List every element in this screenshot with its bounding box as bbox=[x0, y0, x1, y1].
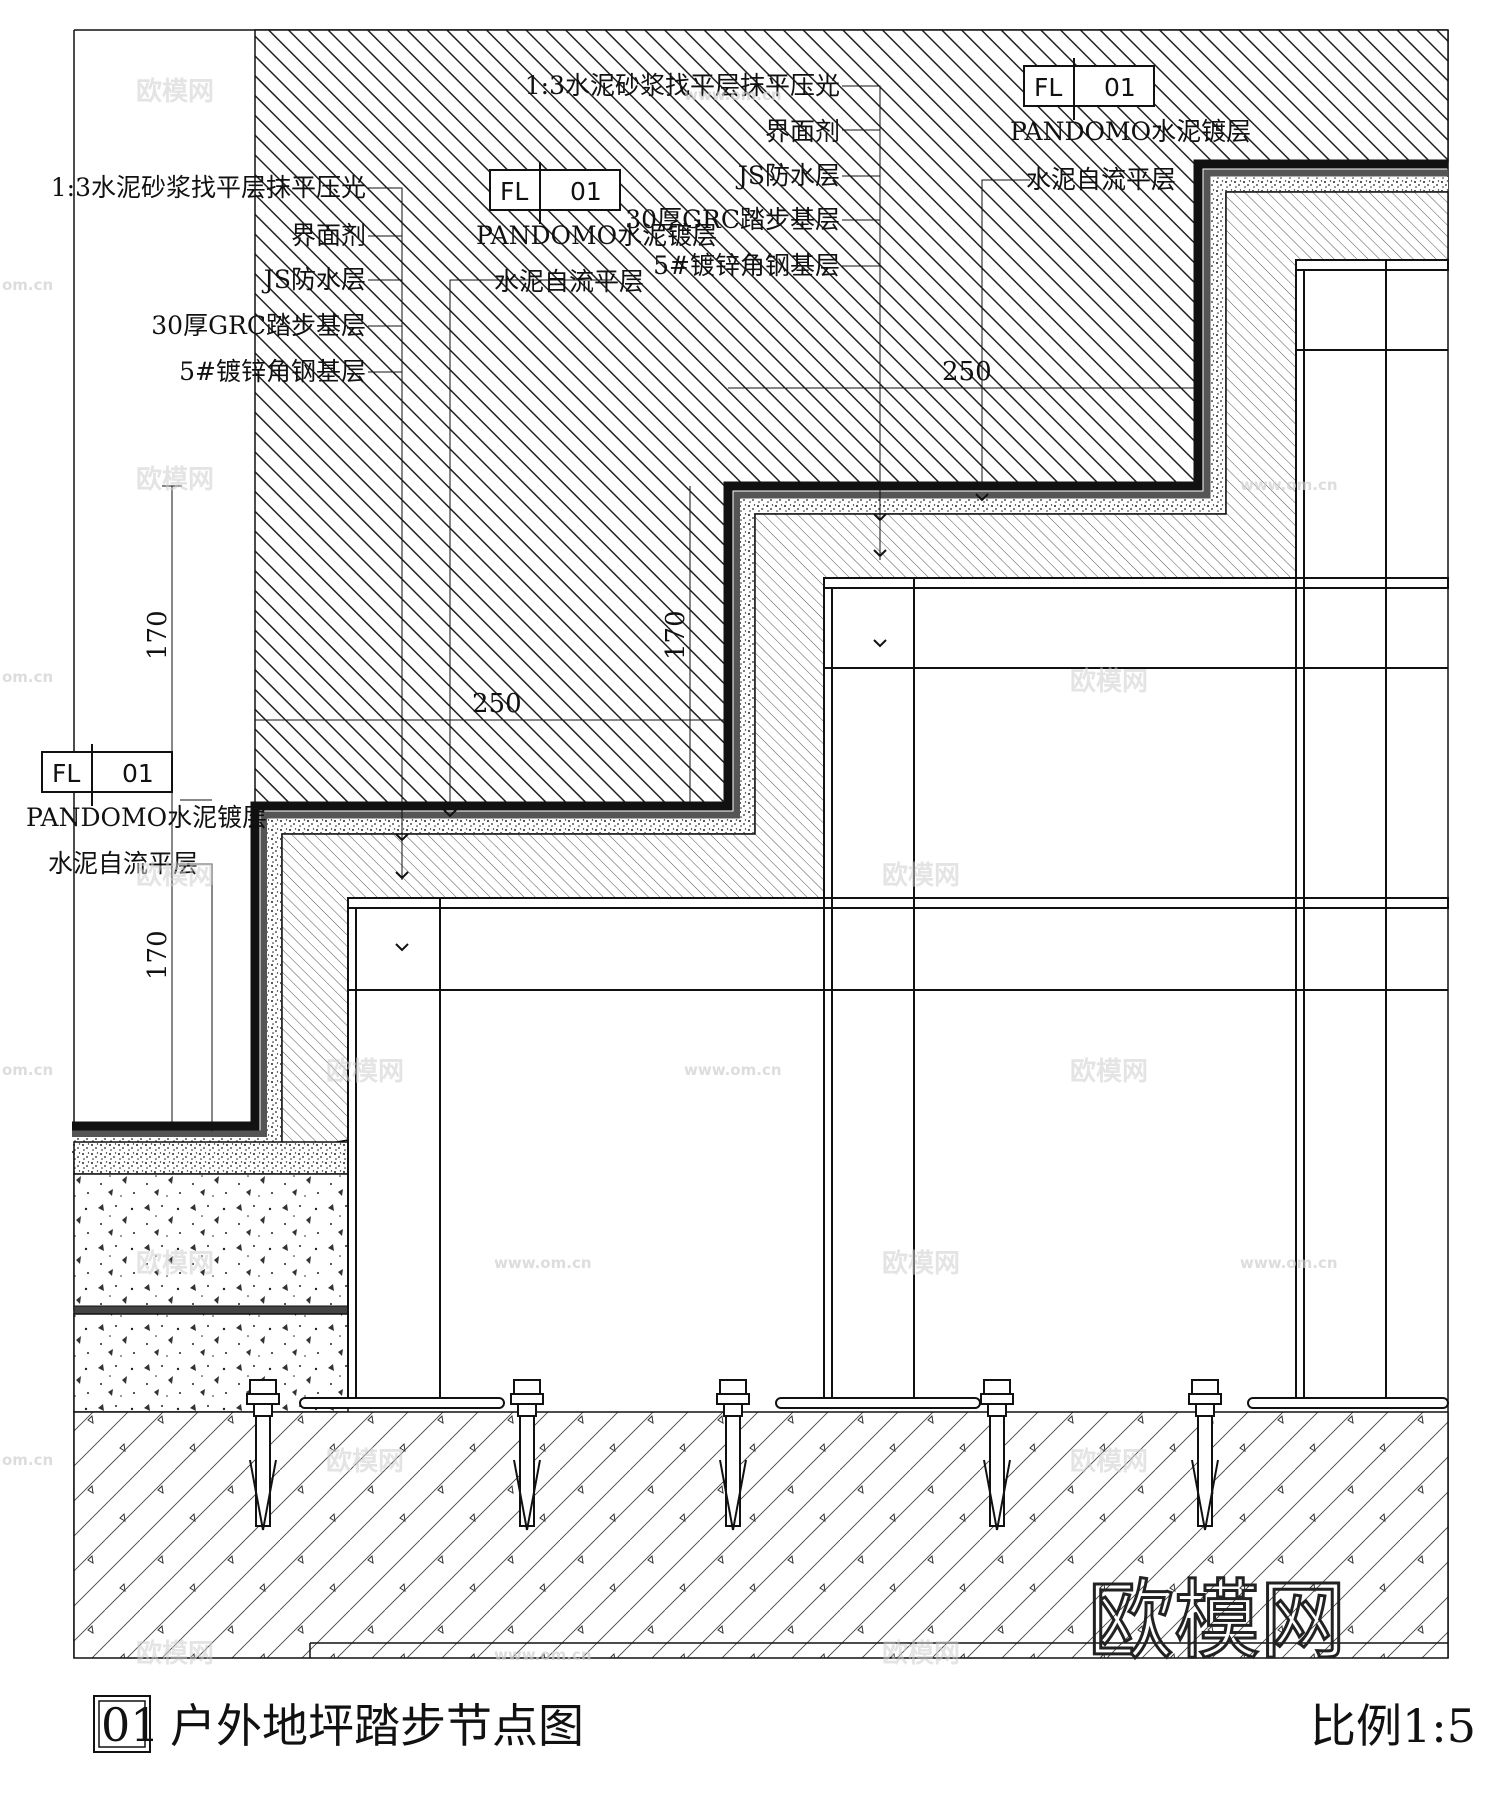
upper-layer-label: 界面剂 bbox=[765, 117, 840, 146]
watermark-brand: 欧模网 bbox=[136, 1248, 214, 1279]
tag-lower: FL 01 bbox=[489, 162, 621, 224]
dimension-riser-left-lower: 170 bbox=[143, 930, 173, 980]
upper-layer-label: JS防水层 bbox=[735, 161, 840, 190]
lower-finish-label: PANDOMO水泥镀层 bbox=[476, 221, 717, 250]
dimension-tread-upper: 250 bbox=[942, 357, 992, 387]
lower-step-labels: 1:3水泥砂浆找平层抹平压光 界面剂 JS防水层 30厚GRC踏步基层 5#镀锌… bbox=[51, 173, 717, 386]
watermark-brand: 欧模网 bbox=[1070, 1056, 1148, 1087]
tag-upper: FL 01 bbox=[1023, 58, 1155, 120]
lower-layer-label: 1:3水泥砂浆找平层抹平压光 bbox=[51, 173, 366, 202]
dimension-riser-middle: 170 bbox=[661, 610, 691, 660]
watermark-brand: 欧模网 bbox=[882, 1638, 960, 1669]
anchor-bolt bbox=[510, 1379, 544, 1531]
watermark-url: www.om.cn bbox=[494, 1646, 592, 1664]
tag-lower-number: 01 bbox=[570, 177, 602, 206]
tag-floor-code: FL bbox=[52, 759, 80, 788]
drawing-number: 01 bbox=[101, 1698, 160, 1752]
watermark-brand: 欧模网 bbox=[882, 1248, 960, 1279]
leader-arrows bbox=[205, 493, 989, 1132]
watermark-brand: 欧模网 bbox=[136, 1638, 214, 1669]
lower-layer-label: 界面剂 bbox=[291, 221, 366, 250]
anchor-bolt bbox=[246, 1379, 280, 1531]
watermark-brand: 欧模网 bbox=[1070, 1446, 1148, 1477]
dimension-texts: 250 250 170 170 170 bbox=[143, 357, 992, 980]
tag-upper-code: FL bbox=[1034, 73, 1062, 102]
anchor-bolt bbox=[716, 1379, 750, 1531]
dimension-tread-lower: 250 bbox=[472, 689, 522, 719]
lower-finish-label: 水泥自流平层 bbox=[494, 267, 644, 296]
drawing-title: 户外地坪踏步节点图 bbox=[170, 1699, 584, 1753]
watermark-url: www.om.cn bbox=[1240, 1254, 1338, 1272]
watermark-brand: 欧模网 bbox=[136, 860, 214, 891]
watermark-brand-large: 欧模网 bbox=[1088, 1571, 1346, 1671]
lower-layer-label: 30厚GRC踏步基层 bbox=[151, 311, 366, 340]
drawing-scale: 比例1:5 bbox=[1310, 1699, 1476, 1753]
lower-layer-label: 5#镀锌角钢基层 bbox=[179, 357, 366, 386]
lower-layer-label: JS防水层 bbox=[261, 265, 366, 294]
watermark-brand: 欧模网 bbox=[882, 860, 960, 891]
pandomo-coating-layer bbox=[72, 159, 1448, 1131]
watermark-url: om.cn bbox=[2, 1451, 53, 1469]
concrete-slab bbox=[73, 1411, 1449, 1659]
floor-buildup bbox=[73, 1141, 349, 1413]
anchor-bolt bbox=[1188, 1379, 1222, 1531]
watermark-brand: 欧模网 bbox=[326, 1056, 404, 1087]
tag-lower-code: FL bbox=[500, 177, 528, 206]
watermark-url: www.om.cn bbox=[684, 86, 782, 104]
upper-layer-label: 1:3水泥砂浆找平层抹平压光 bbox=[525, 71, 840, 100]
watermark-brand: 欧模网 bbox=[326, 1446, 404, 1477]
leader-lines bbox=[178, 85, 1030, 1128]
tag-floor-number: 01 bbox=[122, 759, 154, 788]
watermark-url: om.cn bbox=[2, 668, 53, 686]
upper-finish-label: 水泥自流平层 bbox=[1026, 165, 1176, 194]
dimension-lines bbox=[162, 387, 1198, 1127]
watermark-brand: 欧模网 bbox=[136, 464, 214, 495]
watermark-url: www.om.cn bbox=[1240, 476, 1338, 494]
self-leveling-layer bbox=[72, 169, 1448, 1138]
tag-floor: FL 01 bbox=[41, 744, 173, 806]
watermarks: 欧模网 欧模网 欧模网 欧模网 欧模网 欧模网 欧模网 欧模网 欧模网 欧模网 … bbox=[2, 76, 1338, 1669]
watermark-brand: 欧模网 bbox=[136, 76, 214, 107]
tag-upper-number: 01 bbox=[1104, 73, 1136, 102]
watermark-url: om.cn bbox=[2, 1061, 53, 1079]
watermark-url: www.om.cn bbox=[494, 1254, 592, 1272]
anchor-bolt bbox=[980, 1379, 1014, 1531]
watermark-url: www.om.cn bbox=[684, 1061, 782, 1079]
upper-finish-label: PANDOMO水泥镀层 bbox=[1010, 117, 1251, 146]
anchor-bolts bbox=[246, 1379, 1222, 1531]
floor-finish-label: 水泥自流平层 bbox=[48, 849, 198, 878]
mortar-layer bbox=[72, 177, 1448, 1151]
title-block: 01 户外地坪踏步节点图 比例1:5 bbox=[93, 1695, 1476, 1753]
floor-finish-label: PANDOMO水泥镀层 bbox=[26, 803, 267, 832]
steel-frame bbox=[299, 259, 1449, 1409]
dimension-riser-left-upper: 170 bbox=[143, 610, 173, 660]
watermark-url: om.cn bbox=[2, 276, 53, 294]
watermark-brand: 欧模网 bbox=[1070, 666, 1148, 697]
upper-step-labels: 1:3水泥砂浆找平层抹平压光 界面剂 JS防水层 30厚GRC踏步基层 5#镀锌… bbox=[525, 71, 1251, 280]
floor-labels: PANDOMO水泥镀层 水泥自流平层 bbox=[26, 803, 267, 878]
upper-layer-label: 30厚GRC踏步基层 bbox=[625, 205, 840, 234]
upper-layer-label: 5#镀锌角钢基层 bbox=[653, 251, 840, 280]
